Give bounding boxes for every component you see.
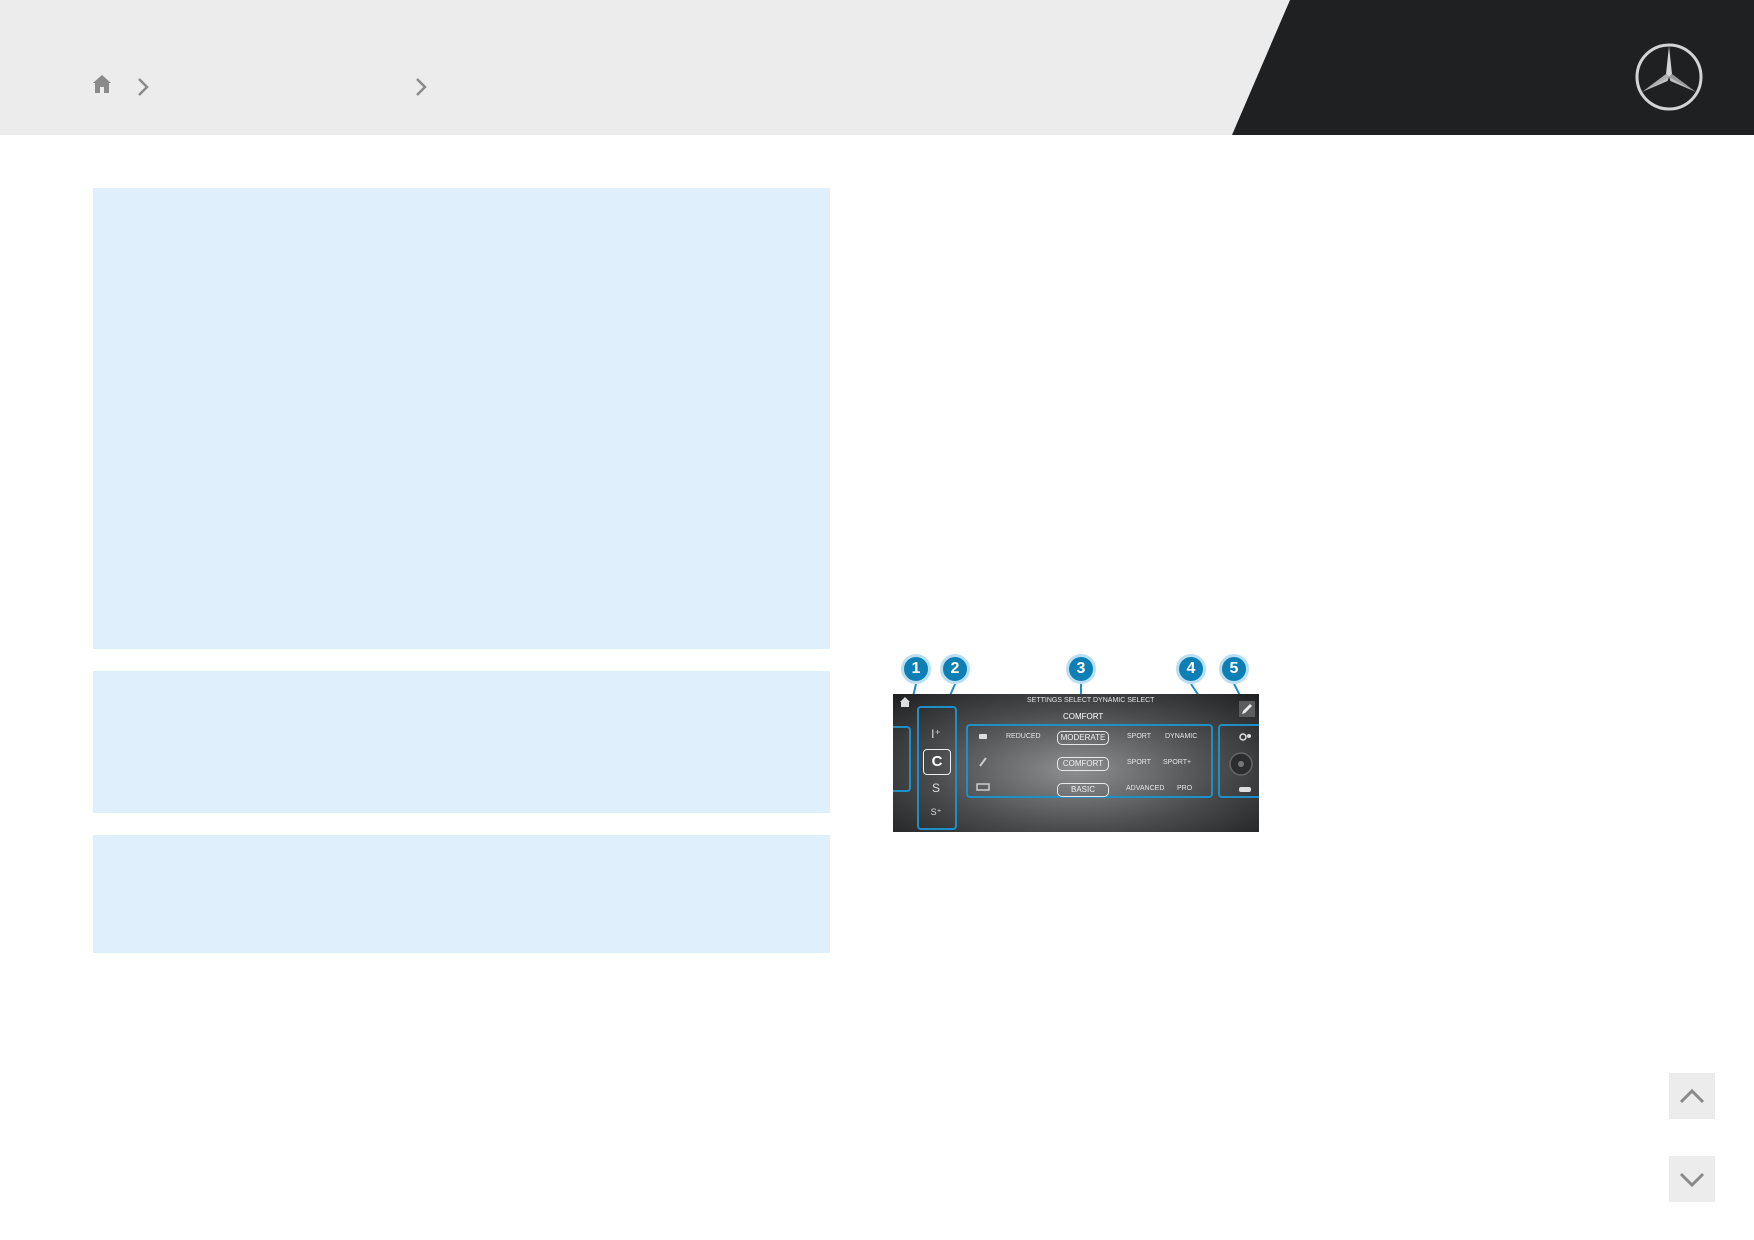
- row3-option[interactable]: PRO: [1177, 785, 1193, 792]
- drive-key[interactable]: S: [931, 781, 940, 795]
- row2-option[interactable]: SPORT: [1127, 759, 1151, 766]
- header-dark-band: [1232, 0, 1754, 135]
- highlight-area-1: [893, 726, 911, 792]
- content-panel-1: [93, 188, 830, 649]
- chevron-up-icon: [1679, 1088, 1705, 1104]
- callout-1: 1: [901, 654, 931, 684]
- row1-option[interactable]: DYNAMIC: [1165, 733, 1198, 740]
- home-icon: [900, 697, 910, 707]
- drive-key[interactable]: I⁺: [931, 727, 941, 741]
- row2-option[interactable]: SPORT+: [1163, 759, 1192, 766]
- row3-option[interactable]: ADVANCED: [1126, 785, 1165, 792]
- scroll-up-button[interactable]: [1669, 1073, 1715, 1119]
- engine-icon: [979, 734, 987, 739]
- tab-settings-select: SETTINGS SELECT: [1027, 697, 1092, 704]
- row1-option[interactable]: REDUCED: [1006, 733, 1041, 740]
- scroll-down-button[interactable]: [1669, 1156, 1715, 1202]
- content-panel-2: [93, 671, 830, 813]
- row2-option-selected[interactable]: COMFORT: [1057, 757, 1109, 771]
- car-icon: [1239, 787, 1251, 792]
- drive-key-selected[interactable]: C: [923, 749, 951, 775]
- row1-option-selected[interactable]: MODERATE: [1057, 731, 1109, 745]
- dial-icon: [1229, 752, 1253, 776]
- tab-dynamic-select: DYNAMIC SELECT: [1093, 697, 1155, 704]
- suspension-icon: [979, 757, 987, 767]
- edit-icon[interactable]: [1239, 701, 1255, 717]
- chevron-right-icon: [416, 78, 427, 96]
- chevron-right-icon: [138, 78, 149, 96]
- row1-option[interactable]: SPORT: [1127, 733, 1151, 740]
- dynamic-select-screen: SETTINGS SELECT DYNAMIC SELECT COMFORT I…: [893, 694, 1259, 832]
- home-icon[interactable]: [91, 73, 113, 95]
- callout-2: 2: [940, 654, 970, 684]
- row3-option-selected[interactable]: BASIC: [1057, 783, 1109, 797]
- callout-5: 5: [1219, 654, 1249, 684]
- content-panel-3: [93, 835, 830, 953]
- esp-icon: [976, 783, 990, 791]
- highlight-area-4: [1218, 724, 1259, 798]
- drive-key[interactable]: S⁺: [930, 807, 942, 817]
- callout-4: 4: [1176, 654, 1206, 684]
- chevron-down-icon: [1679, 1172, 1705, 1188]
- callout-3: 3: [1066, 654, 1096, 684]
- highlight-area-2: [917, 706, 957, 830]
- highlight-area-3: [966, 724, 1213, 798]
- settings-icon: [1239, 733, 1251, 741]
- mode-title: COMFORT: [1063, 712, 1104, 721]
- mercedes-star-logo[interactable]: [1634, 42, 1704, 112]
